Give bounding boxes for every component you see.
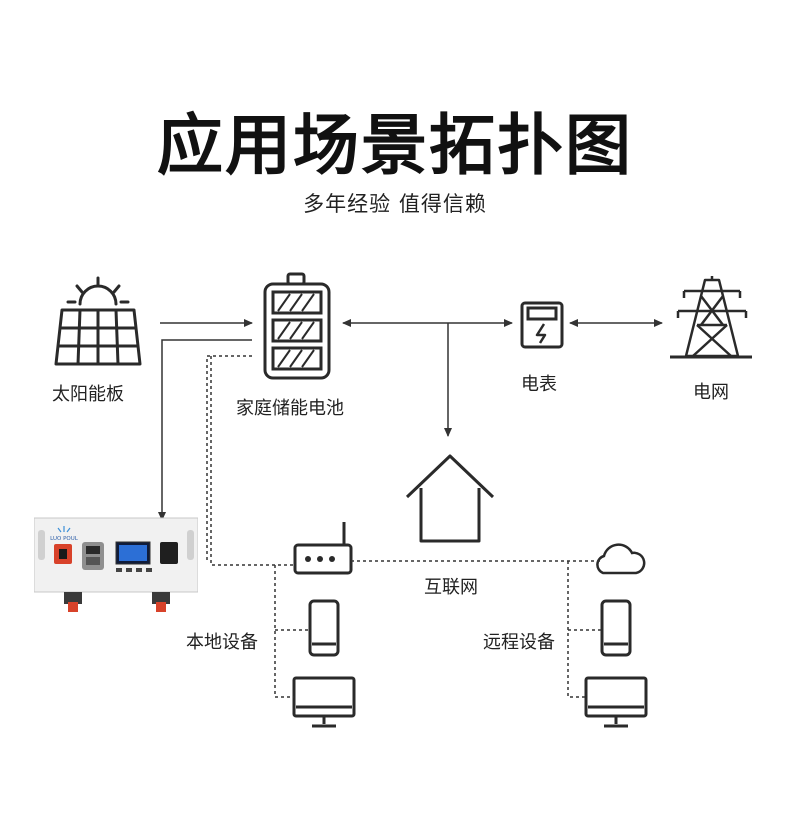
router-icon xyxy=(293,522,353,575)
meter-label: 电表 xyxy=(521,374,557,395)
phone-icon xyxy=(308,599,340,657)
device-brand-logo: LUO POUL xyxy=(50,536,79,542)
solar-panel-icon xyxy=(54,308,142,366)
home-battery-label: 家庭储能电池 xyxy=(236,398,344,419)
page-title: 应用场景拓扑图 xyxy=(157,107,633,184)
power-connectors xyxy=(158,319,663,521)
phone-icon xyxy=(600,599,632,657)
internet-label: 互联网 xyxy=(424,577,478,598)
local-devices-label: 本地设备 xyxy=(186,632,258,653)
meter-icon xyxy=(520,301,564,349)
data-connectors xyxy=(206,355,602,698)
monitor-icon xyxy=(584,676,648,728)
page-subtitle: 多年经验 值得信赖 xyxy=(303,192,487,216)
sun-icon xyxy=(66,276,130,306)
pylon-icon xyxy=(670,276,752,359)
cloud-icon xyxy=(596,543,646,575)
solar-panel-label: 太阳能板 xyxy=(52,384,124,405)
house-icon xyxy=(405,454,495,543)
monitor-icon xyxy=(292,676,356,728)
grid-label: 电网 xyxy=(693,382,729,403)
remote-devices-label: 远程设备 xyxy=(483,632,555,653)
battery-inverter-unit: LUO POUL xyxy=(34,517,198,612)
battery-icon xyxy=(263,272,331,380)
